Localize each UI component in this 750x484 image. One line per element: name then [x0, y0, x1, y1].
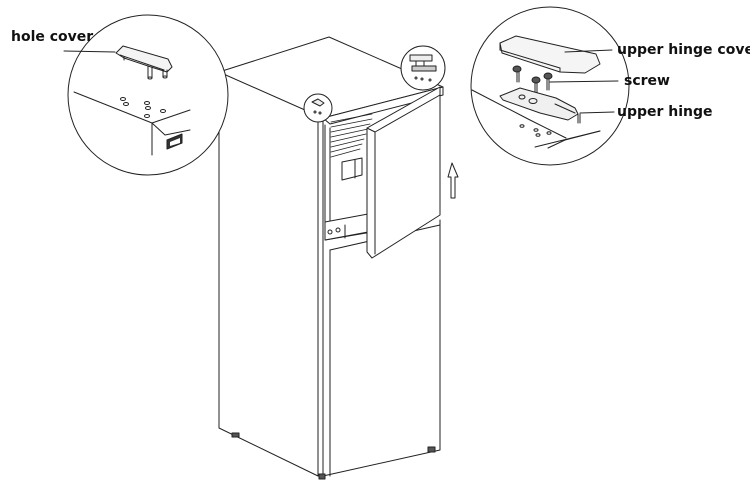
upper-door: [366, 86, 441, 259]
lower-door: [329, 224, 441, 477]
label-upper-hinge-cover: upper hinge cover: [617, 42, 750, 58]
label-screw: screw: [624, 73, 670, 89]
upper-hinge-detail: [470, 6, 630, 166]
fridge-body: [218, 36, 444, 480]
screw-icons: [512, 65, 553, 95]
label-upper-hinge: upper hinge: [617, 104, 713, 120]
hole-cover-callout-small: [303, 93, 333, 123]
hinge-callout-small: [400, 45, 446, 91]
hole-cover-detail: [63, 14, 229, 176]
label-hole-cover: hole cover: [11, 29, 94, 45]
upper-compartment: [322, 86, 444, 241]
lift-up-arrow-icon: [447, 162, 459, 199]
